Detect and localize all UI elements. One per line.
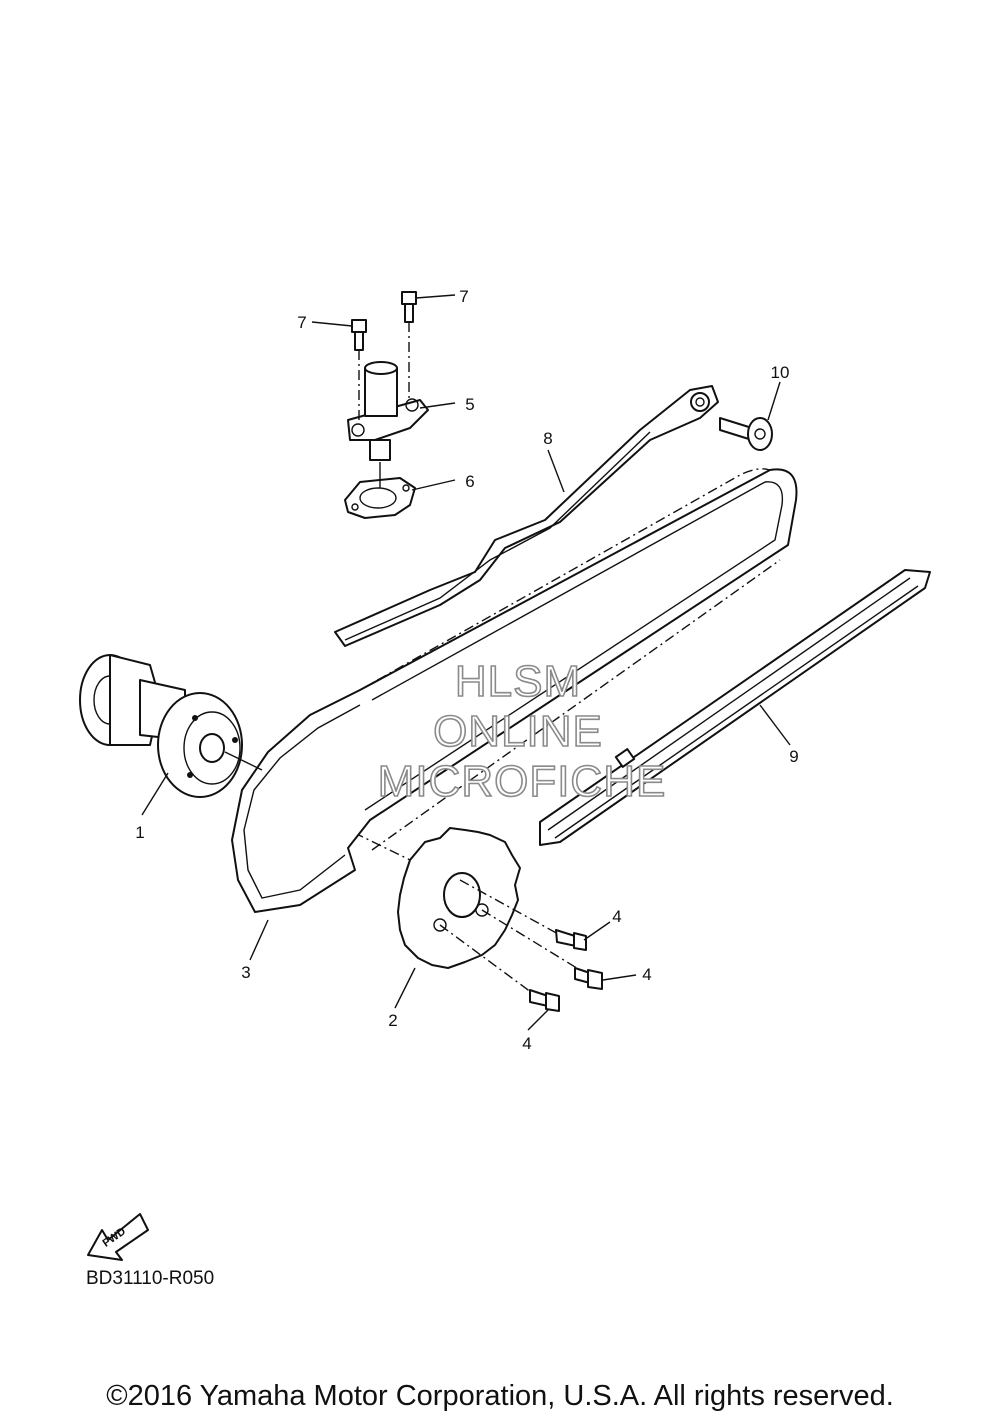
watermark-line-2: ONLINE	[433, 707, 603, 756]
chain-guide-lower	[539, 569, 931, 846]
chain-tensioner-guide	[334, 385, 719, 647]
callout-4c: 4	[522, 1034, 531, 1053]
watermark-line-3: MICROFICHE	[378, 757, 667, 806]
cam-sprocket	[397, 827, 581, 996]
cam-chain	[231, 468, 798, 913]
tensioner-gasket	[344, 462, 416, 519]
tensioner-bolt-2	[401, 291, 417, 398]
leader-lines	[141, 294, 791, 1031]
guide-bolt	[719, 417, 773, 451]
sprocket-bolt-3	[529, 989, 560, 1012]
callout-7a: 7	[297, 313, 306, 332]
callout-6: 6	[465, 472, 474, 491]
callout-8: 8	[543, 429, 552, 448]
callout-4a: 4	[612, 907, 621, 926]
sprocket-bolt-2	[574, 967, 603, 990]
callout-1: 1	[135, 823, 144, 842]
tensioner-bolt-1	[351, 319, 367, 420]
callout-5: 5	[465, 395, 474, 414]
callout-9: 9	[789, 747, 798, 766]
callout-3: 3	[241, 963, 250, 982]
callout-2: 2	[388, 1011, 397, 1030]
camshaft	[79, 654, 263, 798]
sprocket-bolt-1	[555, 929, 587, 951]
callout-10: 10	[771, 363, 790, 382]
chain-tensioner	[347, 361, 429, 461]
diagram-code: BD31110-R050	[86, 1268, 215, 1289]
watermark: HLSM ONLINE MICROFICHE	[377, 656, 667, 807]
watermark-line-1: HLSM	[455, 657, 581, 706]
callout-labels: 1 2 3 4 4 4 5 6 7 7 8 9 10	[135, 287, 798, 1053]
callout-4b: 4	[642, 965, 651, 984]
callout-7b: 7	[459, 287, 468, 306]
fwd-arrow-icon: FWD	[87, 1213, 149, 1261]
copyright-notice: ©2016 Yamaha Motor Corporation, U.S.A. A…	[106, 1380, 894, 1412]
